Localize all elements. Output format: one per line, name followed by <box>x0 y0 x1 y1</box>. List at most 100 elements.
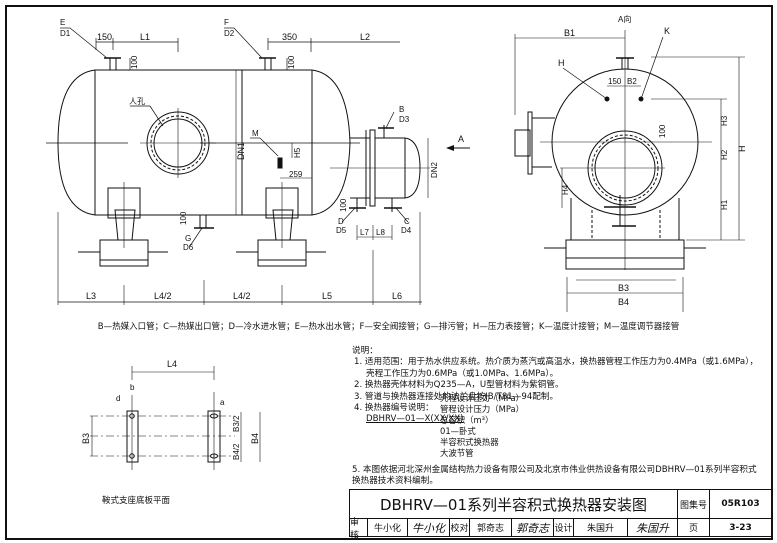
label-D4: D4 <box>401 226 412 235</box>
notes: 说明： 1. 适用范围：用于热水供应系统。热介质为蒸汽或高温水，换热器管程工作压… <box>352 346 772 426</box>
note-1-line-1: 1. 适用范围：用于热水供应系统。热介质为蒸汽或高温水，换热器管程工作压力为0.… <box>354 357 759 368</box>
dim-L6: L6 <box>392 291 402 301</box>
reviewer-signature: 牛小化 <box>408 519 450 536</box>
designer-name: 朱国升 <box>574 519 628 536</box>
note-5-line-1: 5. 本图依据河北深州金属结构热力设备有限公司及北京市伟业供热设备有限公司DBH… <box>352 465 757 475</box>
dim-L7: L7 <box>360 228 369 237</box>
dim-B1: B1 <box>564 28 575 38</box>
code-item: 01—卧式 <box>440 426 476 436</box>
view-label-A: A向 <box>618 14 631 24</box>
dim-L4-half-2: L4/2 <box>233 291 251 301</box>
dim-150: 150 <box>97 32 112 42</box>
dim-H5: H5 <box>293 147 302 158</box>
dim-100-end: 100 <box>658 124 667 138</box>
nozzle-G <box>189 215 214 247</box>
dim-100-d: 100 <box>339 198 348 212</box>
note-2: 2. 换热器壳体材料为Q235—A，U型管材料为紫铜管。 <box>354 380 564 391</box>
dim-B4-end: B4 <box>618 297 629 307</box>
dim-L5: L5 <box>322 291 332 301</box>
label-arrow-A: A <box>458 134 464 144</box>
label-M: M <box>252 129 259 138</box>
note-3: 3. 管道与换热器连接处的法兰盘按JB/T81—94配制。 <box>354 391 559 402</box>
dim-L2: L2 <box>360 32 370 42</box>
base-plan-labels: L4 b d a B3 B3/2 B4/2 B4 <box>81 359 260 460</box>
dim-L4-half-1: L4/2 <box>154 291 172 301</box>
code-item: 壳程设计压力（MPa） <box>440 393 525 403</box>
checker-name: 郭奇志 <box>470 519 512 536</box>
label-B: B <box>399 105 404 114</box>
label-D2: D2 <box>224 29 235 38</box>
note-1-line-2: 壳程工作压力为0.6MPa（或1.0MPa、1.6MPa）。 <box>366 368 559 379</box>
saddle-base-plan <box>90 366 261 470</box>
tank-side-view <box>46 69 360 216</box>
dim-DN1: DN1 <box>236 142 246 160</box>
nozzle-M <box>250 137 312 179</box>
model-code: DBHRV—01—X(XX/XX) <box>366 414 464 425</box>
dim-150-end: 150 <box>608 77 622 86</box>
designer-signature: 朱国升 <box>628 519 678 536</box>
reviewer-name: 牛小化 <box>368 519 408 536</box>
label-K: K <box>664 26 670 36</box>
side-view-labels: E D1 150 L1 F D2 350 L2 100 100 人孔 DN1 M… <box>60 18 464 301</box>
design-label: 设计 <box>554 519 574 536</box>
dim-a: a <box>220 398 225 407</box>
drawing-frame <box>5 5 773 540</box>
label-G: G <box>185 234 191 243</box>
label-H: H <box>558 58 565 68</box>
dim-d: d <box>116 394 120 403</box>
base-plan-caption: 鞍式支座底板平面 <box>102 496 171 506</box>
dim-L4: L4 <box>167 359 177 369</box>
dim-H4: H4 <box>561 184 570 195</box>
label-D3: D3 <box>399 115 410 124</box>
dim-B3-plan: B3 <box>81 433 91 444</box>
saddle-left <box>78 182 168 267</box>
dim-B4-plan: B4 <box>250 433 260 444</box>
page-number: 3-23 <box>729 522 752 533</box>
label-manhole: 人孔 <box>129 97 145 106</box>
label-F: F <box>224 18 229 27</box>
nozzle-legend: B—热媒入口管；C—热媒出口管；D—冷水进水管；E—热水出水管；F—安全阀接管；… <box>97 322 680 332</box>
note-5: 5. 本图依据河北深州金属结构热力设备有限公司及北京市伟业供热设备有限公司DBH… <box>352 465 772 488</box>
dim-100-e: 100 <box>130 55 139 69</box>
check-label: 校对 <box>450 519 470 536</box>
label-E: E <box>60 18 65 27</box>
dim-H2: H2 <box>720 149 729 160</box>
code-item: 管程设计压力（MPa） <box>440 404 525 414</box>
page-label: 页 <box>678 519 710 536</box>
dim-b: b <box>130 383 135 392</box>
review-label: 审核 <box>350 518 368 541</box>
dim-B3-end: B3 <box>618 283 629 293</box>
note-5-line-2: 换热器技术资料编制。 <box>352 476 438 487</box>
tank-end-view <box>514 30 745 312</box>
dim-L1: L1 <box>140 32 150 42</box>
dim-H: H <box>737 146 747 153</box>
checker-signature: 郭奇志 <box>512 519 554 536</box>
dim-DN2: DN2 <box>430 161 439 178</box>
dim-H3: H3 <box>720 115 729 126</box>
dim-L3: L3 <box>86 291 96 301</box>
dim-B2: B2 <box>627 77 637 86</box>
notes-heading: 说明： <box>352 346 378 356</box>
dim-100-g: 100 <box>179 211 188 225</box>
saddle-right <box>236 182 326 267</box>
label-C: C <box>404 217 410 226</box>
dim-100-f: 100 <box>287 55 296 69</box>
nozzle-F <box>224 27 276 71</box>
atlas-label: 图集号 <box>678 490 710 519</box>
title-block: DBHRV—01系列半容积式换热器安装图 图集号 05R103 审核 牛小化 牛… <box>349 489 772 541</box>
dim-B3-half: B3/2 <box>232 415 241 432</box>
tube-bundle-head <box>330 111 470 240</box>
drawing-title: DBHRV—01系列半容积式换热器安装图 <box>350 490 678 519</box>
dim-H1: H1 <box>720 199 729 210</box>
label-D6: D6 <box>183 243 194 252</box>
code-item: 半容积式换热器 <box>440 437 499 447</box>
dim-350: 350 <box>282 32 297 42</box>
dim-259: 259 <box>289 170 303 179</box>
manhole <box>130 105 216 178</box>
code-item: 大波节管 <box>440 448 474 458</box>
nozzle-E <box>60 27 121 71</box>
dim-L8: L8 <box>376 228 385 237</box>
label-D1: D1 <box>60 29 71 38</box>
code-item: 总容积（m³） <box>440 415 494 425</box>
